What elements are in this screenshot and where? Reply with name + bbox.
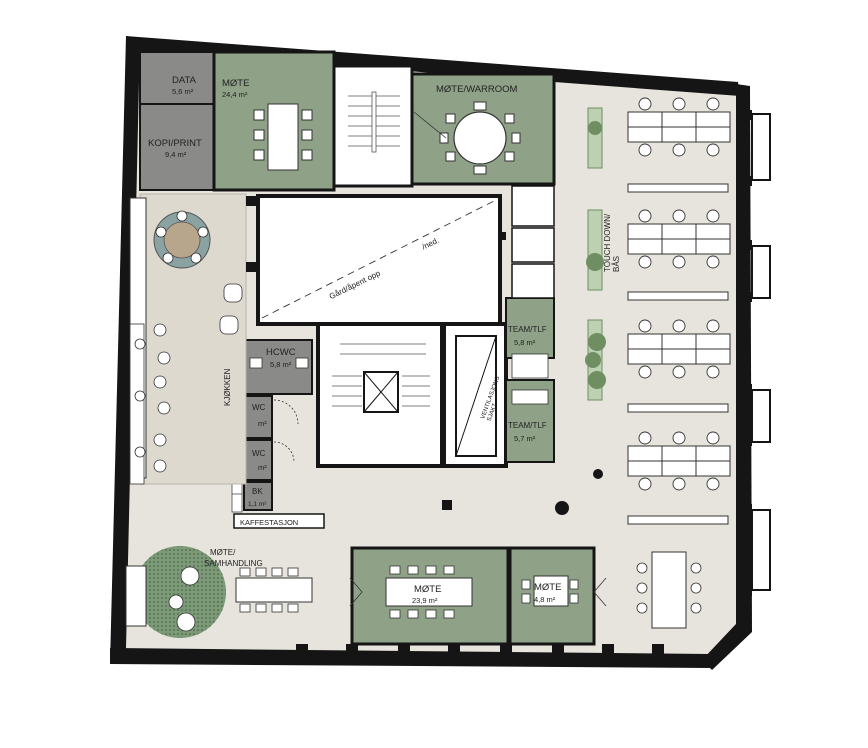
kitchen-lounge-chairs [219,283,243,335]
kaffestasjon: KAFFESTASJON [233,513,325,529]
ventilation-shaft: VENTILASJONSSJAKT [442,322,508,468]
room-mote-3-name: MØTE [534,582,561,593]
right-service-stack [511,185,555,299]
samhandling-chairs [168,566,200,632]
workstations [627,111,731,525]
kitchen-area: KJØKKEN [129,193,247,485]
room-mote-1: MØTE 24,4 m² [212,50,336,192]
wc-door-swings [273,399,299,463]
room-bk: BK 1,1 m² [243,481,273,511]
room-mote-2-area: 23,9 m² [412,596,438,605]
room-hcwc-area: 5,8 m² [270,360,292,369]
room-hcwc-name: HCWC [266,347,296,358]
kitchen-round-chairs [155,210,209,264]
room-team-tlf-2: TEAM/TLF 5,7 m² [505,379,555,463]
kitchen-label: KJØKKEN [223,368,232,406]
room-data-name: DATA [172,75,197,86]
room-samhandling-name-1: MØTE/ [210,548,236,557]
room-kopi-name: KOPI/PRINT [148,138,202,149]
room-kopi-area: 9,4 m² [165,150,187,159]
window-bays [751,113,771,591]
room-team-tlf-1: TEAM/TLF 5,8 m² [505,297,555,379]
plants [585,121,606,389]
room-mote-2: MØTE 23,9 m² [349,546,510,646]
mote-2-chairs [389,565,455,619]
room-wc-1-name: WC [252,403,266,412]
room-warroom-name: MØTE/WARROOM [436,84,518,95]
room-team-2-name: TEAM/TLF [508,421,547,430]
room-hcwc: HCWC 5,8 m² [243,339,313,395]
room-mote-1-name: MØTE [222,78,249,89]
room-kopi-print: KOPI/PRINT 9,4 m² [139,103,215,191]
room-team-1-name: TEAM/TLF [508,325,547,334]
room-team-1-area: 5,8 m² [514,338,536,347]
window-bay-pillars [740,110,752,596]
room-wc-1-area: m² [258,419,267,428]
room-mote-2-name: MØTE [414,584,441,595]
mote-1-chairs [253,109,313,161]
room-mote-3: MØTE 4,8 m² [508,546,607,646]
room-mote-3-area: 4,8 m² [534,595,556,604]
columns [246,196,603,515]
room-team-2-area: 5,7 m² [514,434,536,443]
bottom-wall-piers [296,644,664,656]
stair-top [332,64,414,188]
room-data-area: 5,6 m² [172,87,194,96]
room-wc-1: WC m² [243,395,273,439]
room-data: DATA 5,6 m² [139,51,215,105]
kaffestasjon-label: KAFFESTASJON [240,518,298,527]
central-core [316,322,444,468]
warroom-chairs [439,101,521,175]
kitchen-stools [134,323,171,473]
room-wc-2-name: WC [252,449,266,458]
workstation-chairs [638,97,720,491]
touchdown-zone: TOUCH DOWN/BÅS [585,107,621,401]
touchdown-label: TOUCH DOWN/BÅS [603,213,621,272]
mote-3-chairs [521,579,579,604]
room-bk-name: BK [252,487,263,496]
room-wc-2: WC m² [243,439,273,481]
room-mote-samhandling: MØTE/ SAMHANDLING [125,546,313,638]
room-bk-area: 1,1 m² [248,501,267,508]
room-samhandling-name-2: SAMHANDLING [204,559,263,568]
room-wc-2-area: m² [258,463,267,472]
room-warroom: MØTE/WARROOM [410,72,556,186]
courtyard: Gård/åpent opp /ned. [256,194,502,326]
samhandling-table-chairs [239,567,299,613]
standing-table [636,551,702,629]
room-mote-1-area: 24,4 m² [222,90,248,99]
